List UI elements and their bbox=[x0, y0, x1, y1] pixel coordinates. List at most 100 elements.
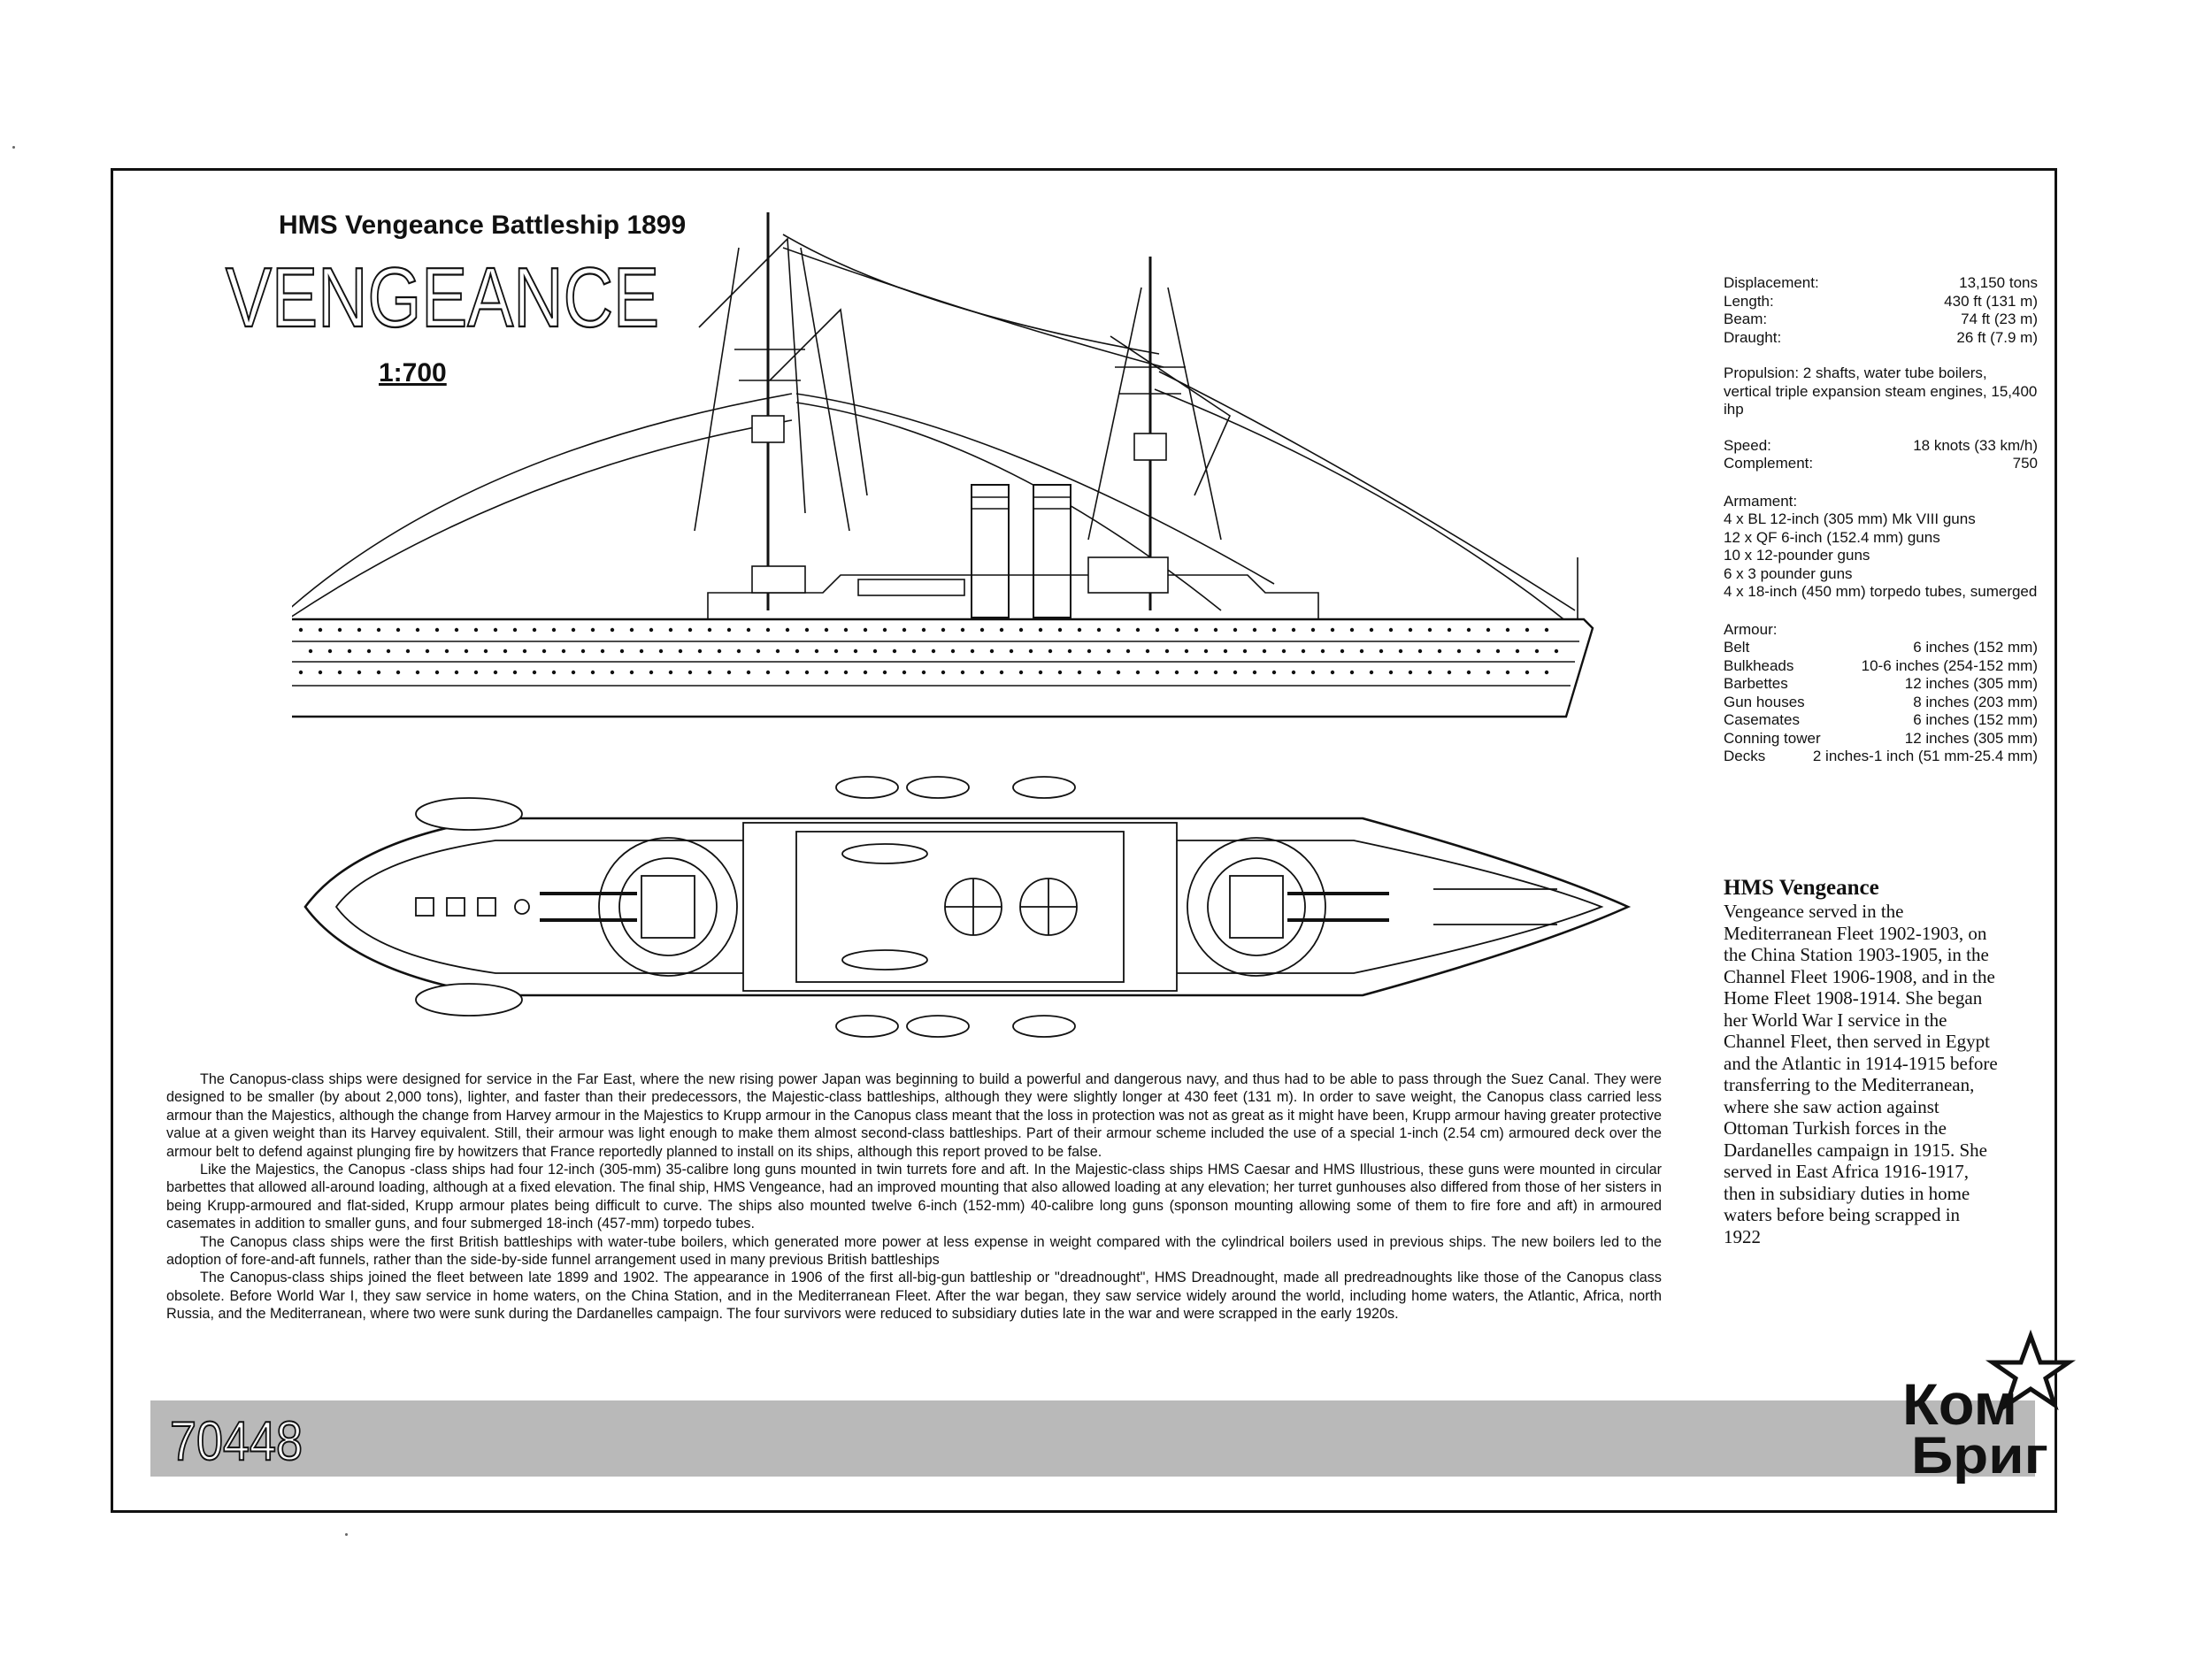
porthole bbox=[396, 627, 401, 633]
porthole bbox=[619, 648, 625, 654]
porthole bbox=[863, 670, 868, 675]
porthole bbox=[1476, 648, 1481, 654]
porthole bbox=[1018, 627, 1024, 633]
porthole bbox=[970, 648, 975, 654]
porthole bbox=[1437, 648, 1442, 654]
porthole bbox=[678, 648, 683, 654]
sheet-title: HMS Vengeance Battleship 1899 bbox=[279, 211, 687, 240]
porthole bbox=[483, 648, 488, 654]
porthole bbox=[571, 627, 576, 633]
porthole bbox=[1184, 648, 1189, 654]
porthole bbox=[1009, 648, 1014, 654]
porthole bbox=[1252, 627, 1257, 633]
porthole bbox=[396, 670, 401, 675]
porthole bbox=[1456, 648, 1462, 654]
porthole bbox=[1447, 627, 1452, 633]
porthole bbox=[357, 670, 362, 675]
porthole bbox=[512, 670, 518, 675]
porthole bbox=[979, 627, 985, 633]
porthole bbox=[1408, 627, 1413, 633]
porthole bbox=[610, 670, 615, 675]
porthole bbox=[989, 648, 995, 654]
porthole bbox=[1028, 648, 1033, 654]
porthole bbox=[882, 670, 887, 675]
porthole bbox=[892, 648, 897, 654]
porthole bbox=[1466, 627, 1471, 633]
porthole bbox=[561, 648, 566, 654]
porthole bbox=[1164, 648, 1170, 654]
history-title: HMS Vengeance bbox=[1724, 876, 1879, 900]
armour-heading: Armour: bbox=[1724, 620, 1778, 638]
porthole bbox=[454, 627, 459, 633]
porthole bbox=[366, 648, 372, 654]
porthole bbox=[1340, 648, 1345, 654]
porthole bbox=[600, 648, 605, 654]
porthole bbox=[1349, 670, 1355, 675]
porthole bbox=[1447, 670, 1452, 675]
spec-row: Complement:750 bbox=[1724, 455, 2038, 473]
porthole bbox=[833, 648, 839, 654]
porthole bbox=[493, 627, 498, 633]
porthole bbox=[707, 670, 712, 675]
porthole bbox=[425, 648, 430, 654]
porthole bbox=[512, 627, 518, 633]
porthole bbox=[454, 670, 459, 675]
porthole bbox=[1534, 648, 1540, 654]
svg-text:VENGEANCE: VENGEANCE bbox=[226, 252, 659, 341]
porthole bbox=[347, 648, 352, 654]
porthole bbox=[1077, 627, 1082, 633]
porthole bbox=[1379, 648, 1384, 654]
armour-row-label: Casemates bbox=[1724, 711, 1800, 728]
porthole bbox=[1096, 627, 1102, 633]
armour-row-value: 12 inches (305 mm) bbox=[1904, 729, 2038, 747]
armour-row-value: 6 inches (152 mm) bbox=[1913, 639, 2038, 656]
porthole bbox=[1116, 627, 1121, 633]
porthole bbox=[1262, 648, 1267, 654]
porthole bbox=[921, 670, 926, 675]
porthole bbox=[1174, 670, 1179, 675]
porthole bbox=[1194, 627, 1199, 633]
porthole bbox=[843, 627, 849, 633]
porthole bbox=[658, 648, 664, 654]
armour-row-value: 2 inches-1 inch (51 mm-25.4 mm) bbox=[1812, 748, 2038, 764]
porthole bbox=[950, 648, 956, 654]
porthole bbox=[1544, 627, 1549, 633]
porthole bbox=[503, 648, 508, 654]
porthole bbox=[775, 648, 780, 654]
porthole bbox=[298, 670, 303, 675]
porthole bbox=[707, 627, 712, 633]
porthole bbox=[804, 627, 810, 633]
porthole bbox=[541, 648, 547, 654]
porthole bbox=[1525, 627, 1530, 633]
spec-row: Speed:18 knots (33 km/h) bbox=[1724, 437, 2038, 456]
svg-text:70448: 70448 bbox=[170, 1411, 303, 1470]
porthole bbox=[726, 627, 732, 633]
porthole bbox=[1271, 627, 1277, 633]
history-panel: HMS Vengeance Vengeance served in the Me… bbox=[1724, 876, 1998, 1247]
porthole bbox=[1203, 648, 1209, 654]
porthole bbox=[1057, 670, 1063, 675]
porthole bbox=[1398, 648, 1403, 654]
porthole bbox=[1213, 627, 1218, 633]
porthole bbox=[1525, 670, 1530, 675]
history-text: Vengeance served in the Mediterranean Fl… bbox=[1724, 901, 1998, 1247]
porthole bbox=[1427, 627, 1432, 633]
sheet-frame bbox=[111, 168, 2057, 1513]
porthole bbox=[493, 670, 498, 675]
porthole bbox=[1320, 648, 1325, 654]
spec-row-label: Draught: bbox=[1724, 328, 1782, 346]
porthole bbox=[746, 627, 751, 633]
porthole bbox=[1018, 670, 1024, 675]
porthole bbox=[960, 627, 965, 633]
ship-name-outline: VENGEANCE bbox=[225, 252, 660, 341]
porthole bbox=[551, 627, 557, 633]
porthole bbox=[1544, 670, 1549, 675]
porthole bbox=[308, 648, 313, 654]
porthole bbox=[1291, 627, 1296, 633]
porthole bbox=[1486, 627, 1491, 633]
